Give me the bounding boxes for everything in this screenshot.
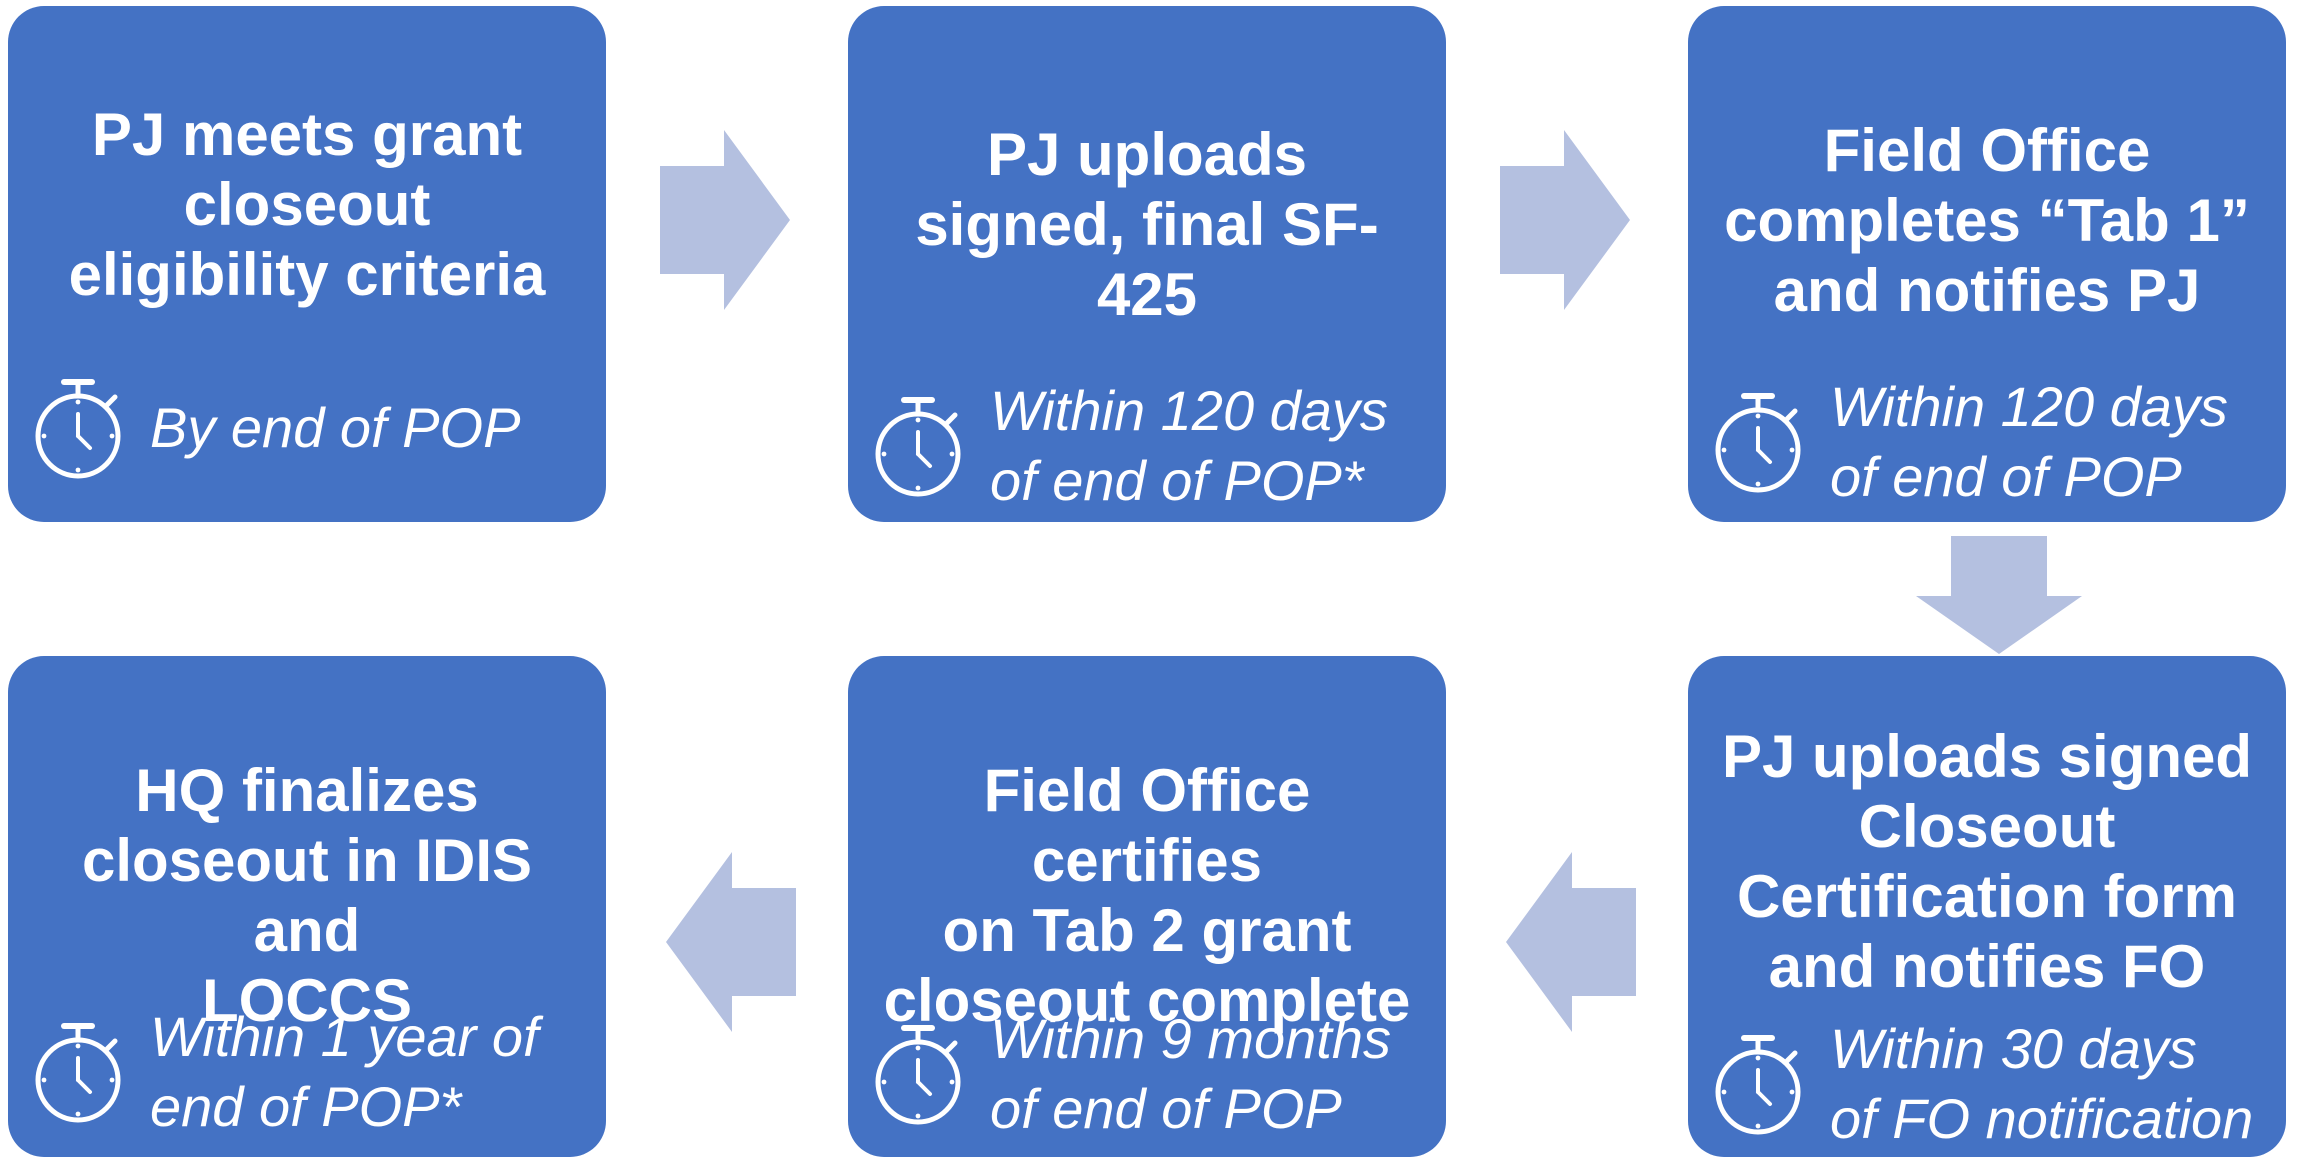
step-4-deadline: Within 30 days of FO notification [1830, 1017, 2254, 1150]
step-4-box: PJ uploads signed Closeout Certification… [1688, 656, 2286, 1157]
arrow-down-icon [1916, 536, 2082, 654]
stopwatch-icon [872, 1020, 968, 1128]
step-1-box: PJ meets grant closeout eligibility crit… [8, 6, 606, 522]
step-1-title: PJ meets grant closeout eligibility crit… [68, 101, 546, 308]
step-6-deadline: Within 1 year of end of POP* [150, 1005, 539, 1138]
step-2-box: PJ uploads signed, final SF- 425 Within … [848, 6, 1446, 522]
step-4-footer: Within 30 days of FO notification [1712, 1014, 2280, 1154]
step-4-title: PJ uploads signed Closeout Certification… [1721, 723, 2253, 1000]
step-2-deadline: Within 120 days of end of POP* [990, 379, 1388, 512]
arrow-right-icon [660, 130, 790, 310]
step-6-box: HQ finalizes closeout in IDIS and LOCCS … [8, 656, 606, 1157]
stopwatch-icon [872, 392, 968, 500]
arrow-left-icon [666, 852, 796, 1032]
step-2-title: PJ uploads signed, final SF- 425 [915, 121, 1379, 328]
stopwatch-icon [32, 374, 128, 482]
step-2-footer: Within 120 days of end of POP* [872, 376, 1440, 516]
step-3-footer: Within 120 days of end of POP [1712, 372, 2280, 512]
stopwatch-icon [1712, 388, 1808, 496]
stopwatch-icon [1712, 1030, 1808, 1138]
step-6-title: HQ finalizes closeout in IDIS and LOCCS [81, 757, 533, 1034]
step-5-footer: Within 9 months of end of POP [872, 1004, 1440, 1144]
step-1-deadline: By end of POP [150, 396, 521, 459]
step-5-title: Field Office certifies on Tab 2 grant cl… [883, 757, 1411, 1034]
stopwatch-icon [32, 1018, 128, 1126]
step-1-footer: By end of POP [32, 374, 600, 482]
arrow-right-icon [1500, 130, 1630, 310]
arrow-left-icon [1506, 852, 1636, 1032]
step-3-title: Field Office completes “Tab 1” and notif… [1724, 117, 2250, 324]
step-5-box: Field Office certifies on Tab 2 grant cl… [848, 656, 1446, 1157]
step-5-deadline: Within 9 months of end of POP [990, 1007, 1391, 1140]
step-3-box: Field Office completes “Tab 1” and notif… [1688, 6, 2286, 522]
step-6-footer: Within 1 year of end of POP* [32, 1002, 600, 1142]
step-3-deadline: Within 120 days of end of POP [1830, 375, 2228, 508]
